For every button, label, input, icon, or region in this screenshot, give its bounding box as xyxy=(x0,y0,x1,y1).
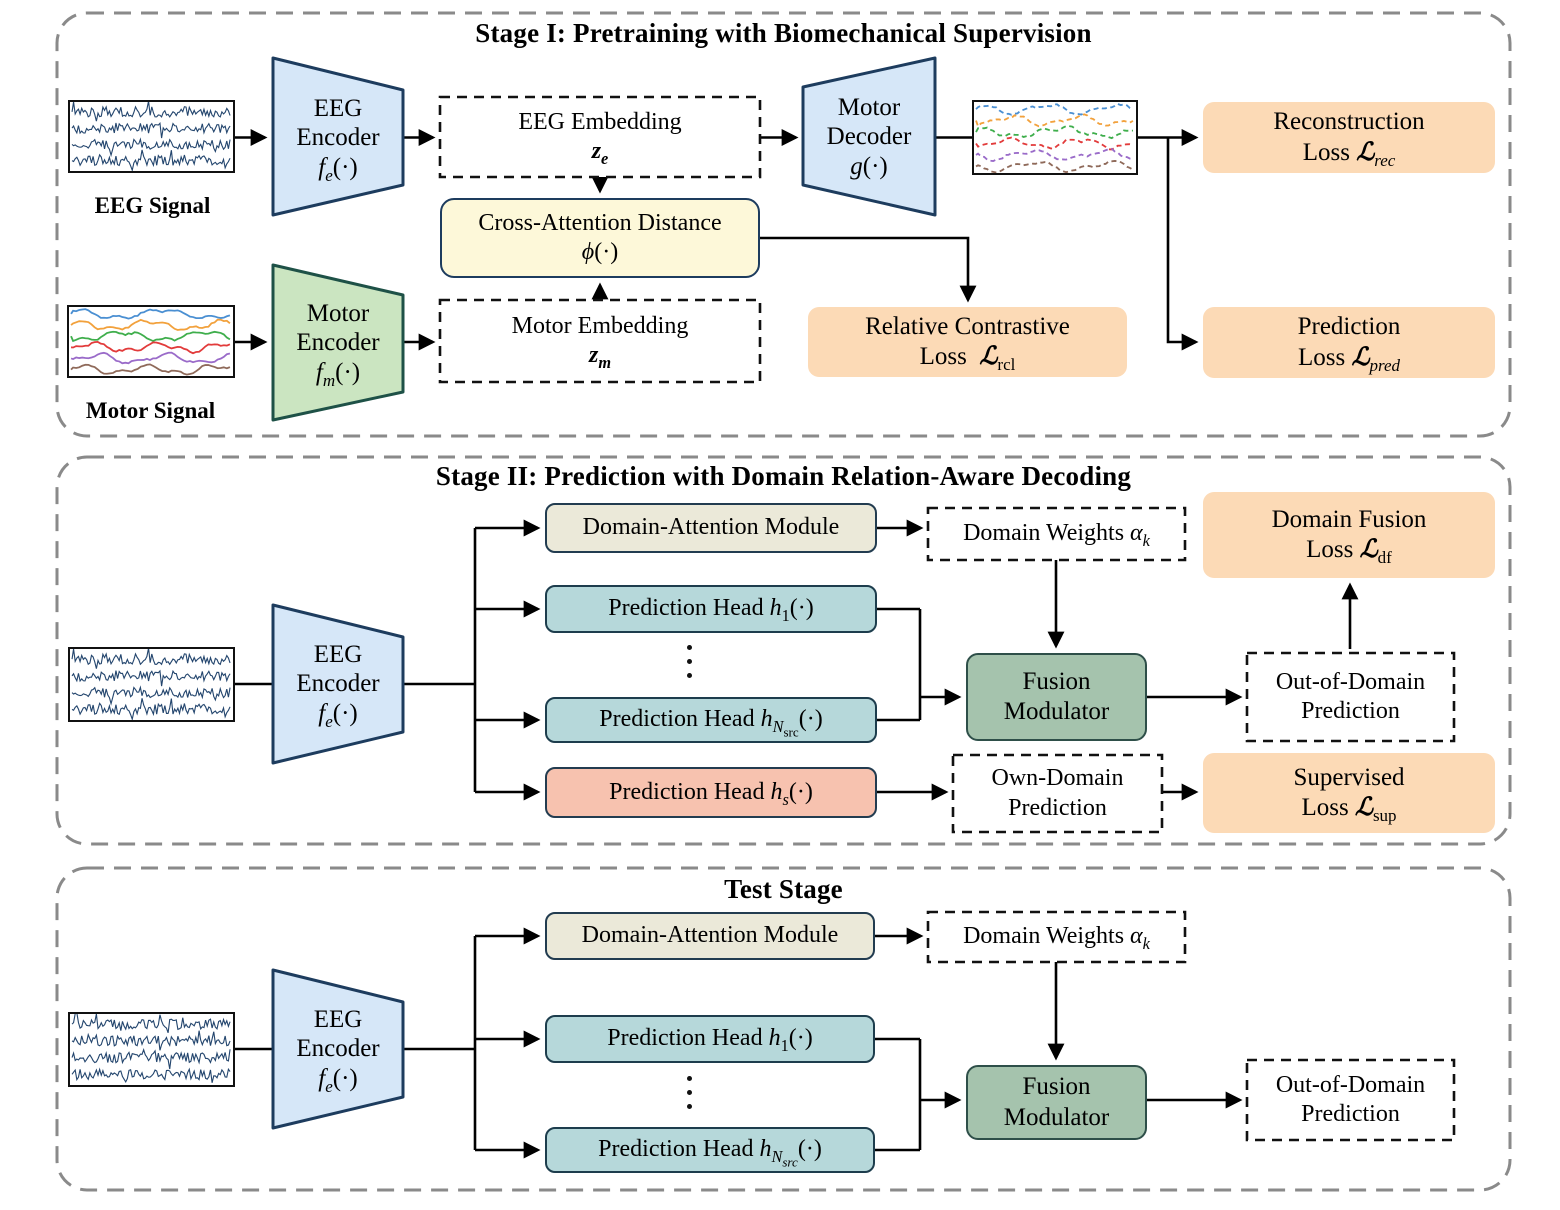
motor-waveform-icon xyxy=(70,308,231,376)
s2-eeg-encoder-shape xyxy=(271,603,405,765)
eeg-waveform-icon xyxy=(71,1014,231,1084)
own-domain-prediction: Own-Domain Prediction xyxy=(991,765,1124,821)
eeg-waveform-icon xyxy=(71,102,231,171)
motor-signal-plot xyxy=(67,305,235,378)
s1-motor-encoder-shape xyxy=(271,263,405,422)
supervised-loss-box: Supervised Loss ℒsup xyxy=(1203,753,1495,833)
test-eeg-signal-plot xyxy=(68,1012,235,1087)
prediction-loss-box: Prediction Loss ℒpred xyxy=(1203,307,1495,378)
test-panel xyxy=(55,866,1512,1192)
s2-domain-weights-box: Domain Weights αk xyxy=(963,520,1150,551)
s1-motor-decoder-label: Motor Decoder g(·) xyxy=(826,93,912,180)
vertical-ellipsis-icon xyxy=(687,645,692,678)
eeg-embedding-outline xyxy=(438,95,762,179)
domain-fusion-loss-box: Domain Fusion Loss ℒdf xyxy=(1203,492,1495,578)
reconstructed-motor-plot xyxy=(972,100,1138,175)
test-prediction-head-1: Prediction Head h1(·) xyxy=(545,1015,875,1063)
eeg-signal-plot xyxy=(68,100,235,173)
stage-panels xyxy=(55,11,1512,1192)
test-domain-weights-box: Domain Weights αk xyxy=(963,923,1150,954)
test-eeg-encoder-label: EEG Encoder fe(·) xyxy=(296,1005,380,1096)
s2-eeg-encoder-label: EEG Encoder fe(·) xyxy=(296,640,380,731)
test-prediction-head-n: Prediction Head hNsrc(·) xyxy=(545,1127,875,1173)
encoder-shapes xyxy=(271,56,937,1130)
s2-prediction-head-n: Prediction Head hNsrc(·) xyxy=(545,697,877,743)
s2-domain-attention-module: Domain-Attention Module xyxy=(545,503,877,553)
s2-own-domain-outline xyxy=(951,753,1164,834)
s2-domain-weights-outline xyxy=(926,506,1187,562)
vertical-ellipsis-icon xyxy=(687,1076,692,1109)
stage2-title: Stage II: Prediction with Domain Relatio… xyxy=(435,461,1132,491)
stage1-panel xyxy=(55,11,1512,438)
test-title: Test Stage xyxy=(724,874,843,904)
s2-out-of-domain-outline xyxy=(1245,651,1456,743)
dashed-motor-waveform-icon xyxy=(975,102,1134,173)
test-domain-attention-module: Domain-Attention Module xyxy=(545,912,875,960)
s1-eeg-encoder-shape xyxy=(271,56,405,217)
test-domain-weights-outline xyxy=(926,910,1187,964)
motor-embedding-box: Motor Embedding zm xyxy=(511,312,689,372)
test-connectors xyxy=(235,927,1243,1159)
test-out-of-domain-prediction: Out-of-Domain Prediction xyxy=(1275,1071,1426,1127)
motor-embedding-outline xyxy=(438,298,762,384)
stage1-connectors xyxy=(235,129,1199,351)
s1-motor-encoder-label: Motor Encoder fm(·) xyxy=(296,299,380,390)
test-fusion-modulator: Fusion Modulator xyxy=(966,1065,1147,1140)
s2-out-of-domain-prediction: Out-of-Domain Prediction xyxy=(1275,668,1426,724)
s1-motor-decoder-shape xyxy=(801,56,937,217)
dashed-boxes xyxy=(438,95,1456,1142)
stage1-title: Stage I: Pretraining with Biomechanical … xyxy=(475,18,1092,48)
s2-eeg-signal-plot xyxy=(68,647,235,722)
stage2-connectors xyxy=(235,519,1359,801)
s2-prediction-head-1: Prediction Head h1(·) xyxy=(545,585,877,633)
eeg-embedding-box: EEG Embedding ze xyxy=(518,108,682,168)
test-eeg-encoder-shape xyxy=(271,968,405,1130)
reconstruction-loss-box: Reconstruction Loss ℒrec xyxy=(1203,102,1495,173)
eeg-waveform-icon xyxy=(71,649,231,720)
motor-signal-label: Motor Signal xyxy=(85,398,216,423)
test-out-of-domain-outline xyxy=(1245,1058,1456,1142)
cross-attention-distance-box: Cross-Attention Distance ϕ(·) xyxy=(440,198,760,278)
s1-eeg-encoder-label: EEG Encoder fe(·) xyxy=(296,94,380,185)
s2-prediction-head-s: Prediction Head hs(·) xyxy=(545,767,877,818)
eeg-signal-label: EEG Signal xyxy=(94,193,211,218)
stage2-panel xyxy=(55,455,1512,846)
relative-contrastive-loss-box: Relative Contrastive Loss ℒrcl xyxy=(808,307,1127,377)
s2-fusion-modulator: Fusion Modulator xyxy=(966,653,1147,741)
